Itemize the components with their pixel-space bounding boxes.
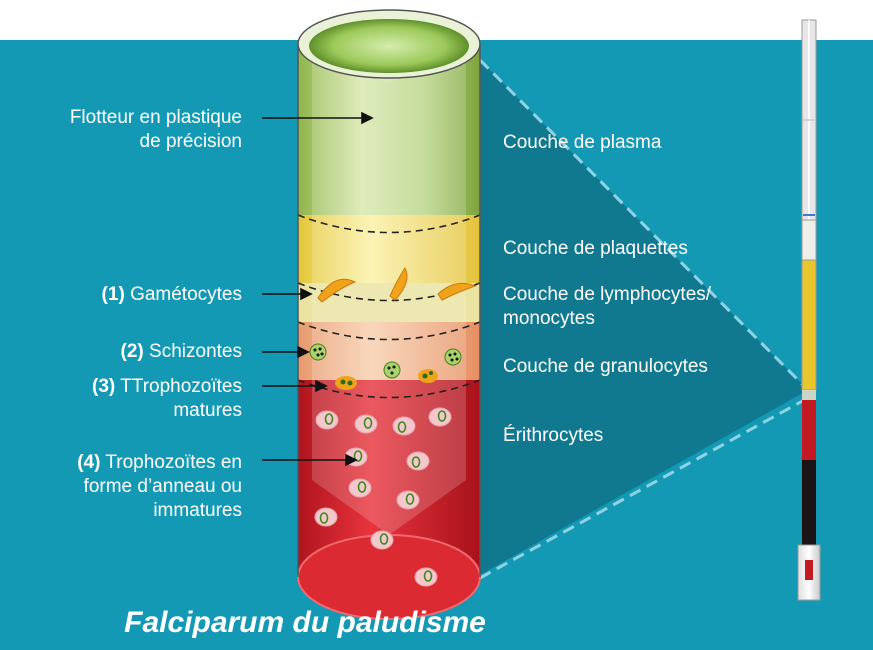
label-mature-line2: matures xyxy=(10,399,242,423)
label-ring-line2: forme d’anneau ou xyxy=(10,475,242,499)
label-gametocytes-number: (1) xyxy=(102,284,125,305)
mature-trophozoite-1 xyxy=(335,376,357,390)
label-mature-number: (3) xyxy=(92,376,115,397)
ring-cell xyxy=(429,408,451,426)
label-float-line2: de précision xyxy=(10,130,242,154)
label-mature-trophozoites: (3) TTrophozoïtes matures xyxy=(10,375,242,423)
ring-cell xyxy=(407,452,429,470)
ring-cell xyxy=(349,479,371,497)
ring-cell xyxy=(316,411,338,429)
schizont-1 xyxy=(310,344,326,360)
capillary-tube xyxy=(798,20,820,600)
tube-top-surface xyxy=(309,19,469,73)
label-gametocytes-text: Gamétocytes xyxy=(130,284,242,305)
ring-cell xyxy=(315,508,337,526)
label-gametocytes: (1) Gamétocytes xyxy=(10,283,242,307)
ring-cell xyxy=(355,415,377,433)
ring-cell xyxy=(393,417,415,435)
label-granulocyte-layer: Couche de granulocytes xyxy=(503,355,708,379)
label-lymphocyte-line2: monocytes xyxy=(503,307,711,331)
label-schizontes-number: (2) xyxy=(121,341,144,362)
ring-cell xyxy=(415,568,437,586)
label-ring-line1: Trophozoïtes en xyxy=(105,452,242,473)
label-float-line1: Flotteur en plastique xyxy=(10,106,242,130)
schizont-2 xyxy=(384,362,400,378)
label-mature-line1: TTrophozoïtes xyxy=(120,376,242,397)
label-plasma-layer: Couche de plasma xyxy=(503,131,661,155)
label-schizontes-text: Schizontes xyxy=(149,341,242,362)
label-ring-number: (4) xyxy=(77,452,100,473)
ring-cell xyxy=(371,531,393,549)
label-platelet-layer: Couche de plaquettes xyxy=(503,237,688,261)
diagram-title: Falciparum du paludisme xyxy=(0,606,610,640)
mature-trophozoite-2 xyxy=(418,369,438,383)
label-ring-line3: immatures xyxy=(10,499,242,523)
label-schizontes: (2) Schizontes xyxy=(10,340,242,364)
label-ring-trophozoites: (4) Trophozoïtes en forme d’anneau ou im… xyxy=(10,451,242,523)
label-lymphocyte-line1: Couche de lymphocytes/ xyxy=(503,283,711,307)
schizont-3 xyxy=(445,349,461,365)
label-erythrocytes: Érithrocytes xyxy=(503,424,603,448)
ring-cell xyxy=(397,491,419,509)
label-float: Flotteur en plastique de précision xyxy=(10,106,242,154)
label-lymphocyte-layer: Couche de lymphocytes/ monocytes xyxy=(503,283,711,331)
